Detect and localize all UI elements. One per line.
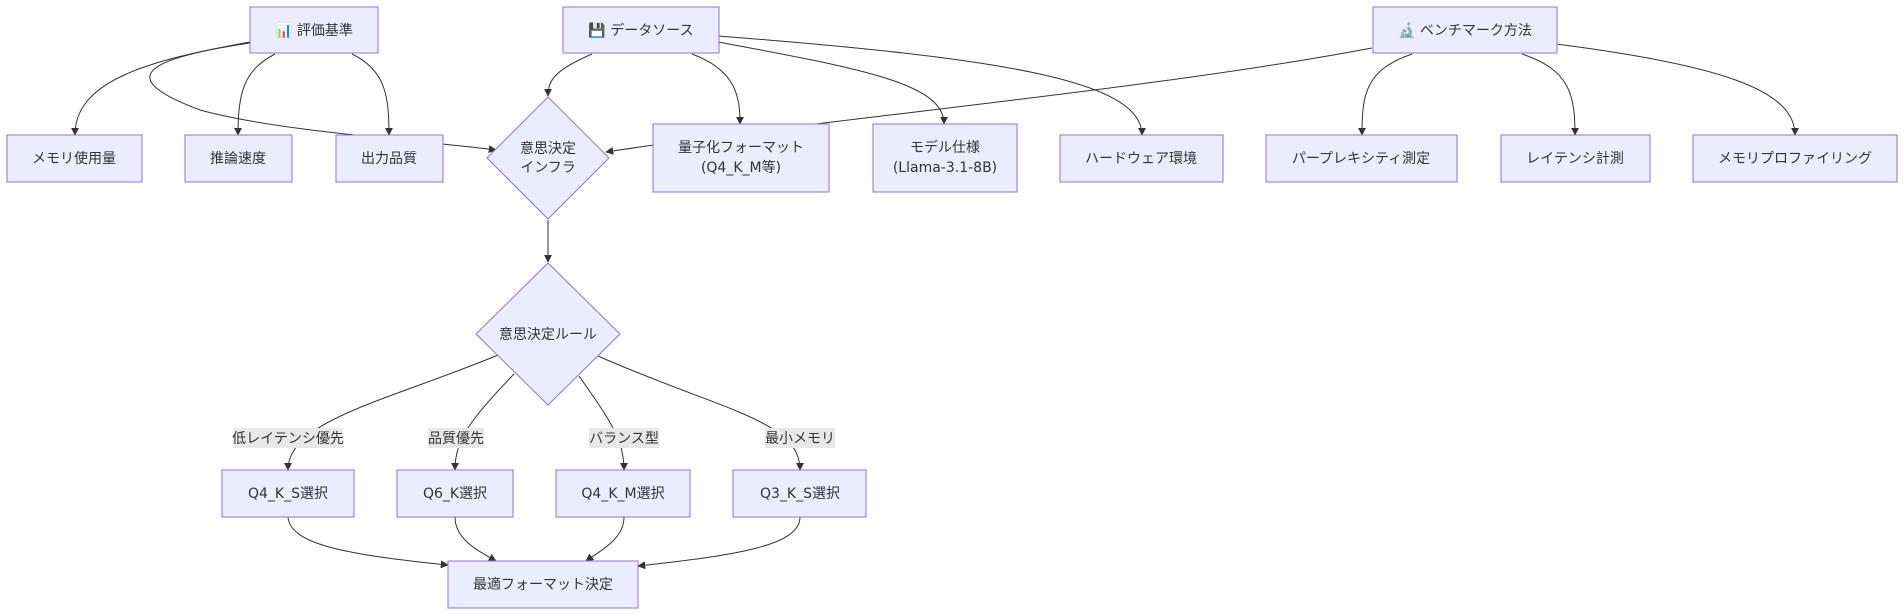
node-benchmark-method: 🔬 ベンチマーク方法 xyxy=(1372,6,1558,54)
node-output-quality: 出力品質 xyxy=(335,134,444,183)
svg-text:意思決定ルール: 意思決定ルール xyxy=(499,326,597,343)
edge-bench-ppl xyxy=(1358,53,1413,136)
edge-q3ks-final xyxy=(637,516,801,570)
edge-label-quality-first: 品質優先 xyxy=(428,428,484,448)
edge-label-low-latency: 低レイテンシ優先 xyxy=(232,428,344,448)
svg-text:Q4_K_M選択: Q4_K_M選択 xyxy=(581,486,664,502)
edge-eval-infra xyxy=(149,42,497,154)
svg-text:推論速度: 推論速度 xyxy=(210,151,266,167)
svg-text:Q4_K_S選択: Q4_K_S選択 xyxy=(248,486,328,502)
edge-eval-memory xyxy=(71,41,251,136)
edge-data-hw xyxy=(717,35,1146,136)
svg-text:バランス型: バランス型 xyxy=(589,431,659,447)
svg-text:パープレキシティ測定: パープレキシティ測定 xyxy=(1292,151,1430,167)
svg-text:出力品質: 出力品質 xyxy=(361,151,417,167)
svg-text:Q6_K選択: Q6_K選択 xyxy=(423,486,487,502)
edge-label-balanced: バランス型 xyxy=(589,428,659,448)
edge-rule-q6k xyxy=(451,373,515,471)
node-q3ks: Q3_K_S選択 xyxy=(732,469,867,518)
edge-bench-latency xyxy=(1521,53,1579,136)
svg-text:量子化フォーマット: 量子化フォーマット xyxy=(678,140,804,156)
edge-label-min-memory: 最小メモリ xyxy=(765,428,835,448)
svg-text:メモリプロファイリング: メモリプロファイリング xyxy=(1718,151,1872,167)
svg-text:意思決定: 意思決定 xyxy=(520,140,576,157)
svg-text:メモリ使用量: メモリ使用量 xyxy=(32,150,116,167)
svg-text:レイテンシ計測: レイテンシ計測 xyxy=(1526,151,1624,167)
node-memory-profiling: メモリプロファイリング xyxy=(1692,134,1898,183)
edge-data-infra xyxy=(544,53,593,97)
node-q4km: Q4_K_M選択 xyxy=(555,469,691,518)
node-model-spec: モデル仕様 (Llama-3.1-8B) xyxy=(872,123,1018,193)
svg-text:📊 評価基準: 📊 評価基準 xyxy=(275,22,353,39)
edge-eval-quality xyxy=(351,53,393,136)
edges xyxy=(71,35,1799,570)
node-hardware-env: ハードウェア環境 xyxy=(1059,134,1224,183)
svg-text:品質優先: 品質優先 xyxy=(428,431,484,447)
svg-text:低レイテンシ優先: 低レイテンシ優先 xyxy=(232,431,344,447)
svg-text:最適フォーマット決定: 最適フォーマット決定 xyxy=(473,576,613,593)
node-data-source: 💾 データソース xyxy=(562,6,720,54)
svg-text:ハードウェア環境: ハードウェア環境 xyxy=(1085,151,1197,167)
svg-text:(Llama-3.1-8B): (Llama-3.1-8B) xyxy=(893,160,997,176)
svg-text:🔬 ベンチマーク方法: 🔬 ベンチマーク方法 xyxy=(1398,21,1532,39)
svg-text:Q3_K_S選択: Q3_K_S選択 xyxy=(760,486,840,502)
node-latency: レイテンシ計測 xyxy=(1500,134,1651,183)
node-decision-infra: 意思決定 インフラ xyxy=(486,96,610,220)
edge-q4ks-final xyxy=(287,516,449,569)
edge-data-model xyxy=(717,41,948,125)
edge-rule-q4ks xyxy=(284,354,499,471)
edge-data-qformat xyxy=(691,53,744,125)
edge-rule-q4km xyxy=(578,375,628,471)
edge-q4km-final xyxy=(585,516,625,562)
node-q6k: Q6_K選択 xyxy=(396,469,514,518)
svg-text:インフラ: インフラ xyxy=(520,160,576,176)
node-q4ks: Q4_K_S選択 xyxy=(221,469,355,518)
svg-text:💾 データソース: 💾 データソース xyxy=(588,22,693,39)
node-perplexity: パープレキシティ測定 xyxy=(1265,134,1458,183)
node-memory-usage: メモリ使用量 xyxy=(6,134,143,183)
edge-bench-memprof xyxy=(1555,43,1799,136)
svg-text:モデル仕様: モデル仕様 xyxy=(910,139,980,156)
node-quant-format: 量子化フォーマット (Q4_K_M等) xyxy=(652,123,830,193)
edge-q6k-final xyxy=(454,516,497,562)
svg-text:(Q4_K_M等): (Q4_K_M等) xyxy=(701,159,781,176)
node-eval-criteria: 📊 評価基準 xyxy=(249,6,379,54)
node-inference-speed: 推論速度 xyxy=(184,134,293,183)
edge-eval-speed xyxy=(234,53,276,136)
node-final-decision: 最適フォーマット決定 xyxy=(447,560,639,609)
node-decision-rule: 意思決定ルール xyxy=(475,262,621,406)
edge-rule-q3ks xyxy=(597,355,804,471)
svg-text:最小メモリ: 最小メモリ xyxy=(765,431,835,447)
